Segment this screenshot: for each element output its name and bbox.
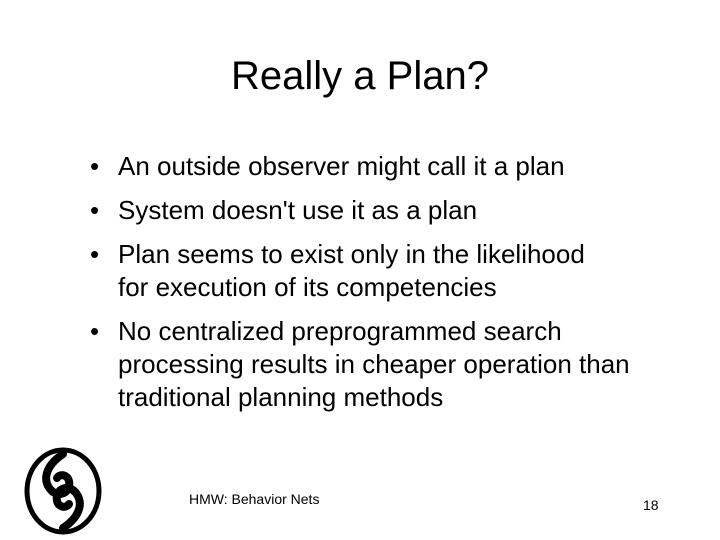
bullet-marker: • <box>90 151 100 181</box>
bullet-item: • Plan seems to exist only in the likeli… <box>90 238 710 304</box>
bullet-text-line: processing results in cheaper operation … <box>118 349 630 379</box>
bullet-item: • No centralized preprogrammed search pr… <box>90 315 710 414</box>
s-swirl-logo-icon <box>24 447 102 535</box>
bullet-text-line: No centralized preprogrammed search <box>118 316 562 346</box>
bullet-text-line: Plan seems to exist only in the likeliho… <box>118 239 585 269</box>
bullet-item: • System doesn't use it as a plan <box>90 194 710 227</box>
bullet-marker: • <box>90 239 100 269</box>
bullet-text-line: for execution of its competencies <box>118 272 497 302</box>
footer-label: HMW: Behavior Nets <box>189 491 320 507</box>
bullet-text-line: traditional planning methods <box>118 382 444 412</box>
bullet-marker: • <box>90 195 100 225</box>
bullet-item: • An outside observer might call it a pl… <box>90 150 710 183</box>
bullet-text-line: System doesn't use it as a plan <box>118 195 478 225</box>
bullet-list: • An outside observer might call it a pl… <box>90 150 710 425</box>
slide-title: Really a Plan? <box>231 54 489 98</box>
bullet-text-line: An outside observer might call it a plan <box>118 151 565 181</box>
page-number: 18 <box>643 497 659 513</box>
bullet-marker: • <box>90 316 100 346</box>
